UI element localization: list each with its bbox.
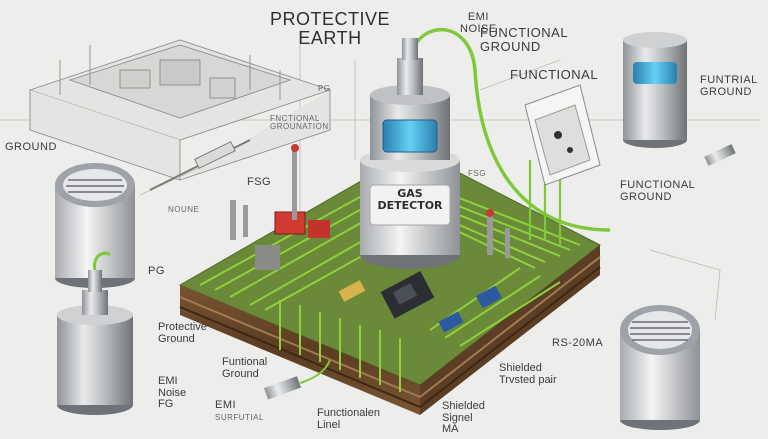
sensor-top-right — [623, 32, 687, 148]
probe-sketch — [149, 139, 251, 191]
pg-top-label: PG — [318, 84, 331, 93]
functionalen-line-label: Functionalen Linel — [317, 407, 380, 431]
noune-label: NOUNE — [168, 205, 200, 214]
rs-20ma-label: RS-20MA — [552, 337, 604, 349]
shielded-twisted-pair-label: Shielded Trvsted pair — [499, 362, 557, 386]
sensor-bottom-right — [620, 305, 700, 430]
protective-ground-label: Protective Ground — [158, 321, 207, 345]
fsg-small-label: FSG — [468, 169, 486, 178]
small-connector — [263, 359, 331, 400]
pg-left-label: PG — [148, 265, 165, 277]
sensor-left-bottom — [57, 251, 133, 415]
fsg-label: FSG — [247, 176, 272, 188]
emi-label: EMI — [215, 399, 237, 411]
machine-sketch — [28, 39, 332, 181]
emi-noise-top-label: EMI NOISE — [460, 11, 497, 35]
functional-ground-top-label: FUNCTIONAL GROUND — [480, 25, 569, 54]
right-cable-connector — [704, 144, 736, 166]
gas-detector-label: GAS DETECTOR — [377, 187, 443, 213]
fnctional-grounation-label: FNCTIONAL GROUNATION — [270, 114, 329, 132]
functional-right-label: FUNCTIONAL — [510, 67, 599, 82]
shielded-signal-label: Shielded Signel MA — [442, 400, 485, 436]
functional-ground-right-label: FUNCTIONAL GROUND — [620, 179, 696, 203]
protective-earth-label: PROTECTIVE EARTH — [270, 9, 391, 48]
gas-detector-device — [360, 38, 460, 269]
emi-noise-fg-label: EMI Noise FG — [158, 375, 187, 411]
emi-sub-label: SURFUTIAL — [215, 413, 264, 422]
pcb-board — [178, 144, 601, 415]
wall-socket — [524, 84, 601, 186]
ground-left-label: GROUND — [5, 141, 57, 153]
funtional-ground-label: Funtional Ground — [222, 356, 268, 380]
funtrial-ground-label: FUNTRIAL GROUND — [700, 74, 758, 98]
